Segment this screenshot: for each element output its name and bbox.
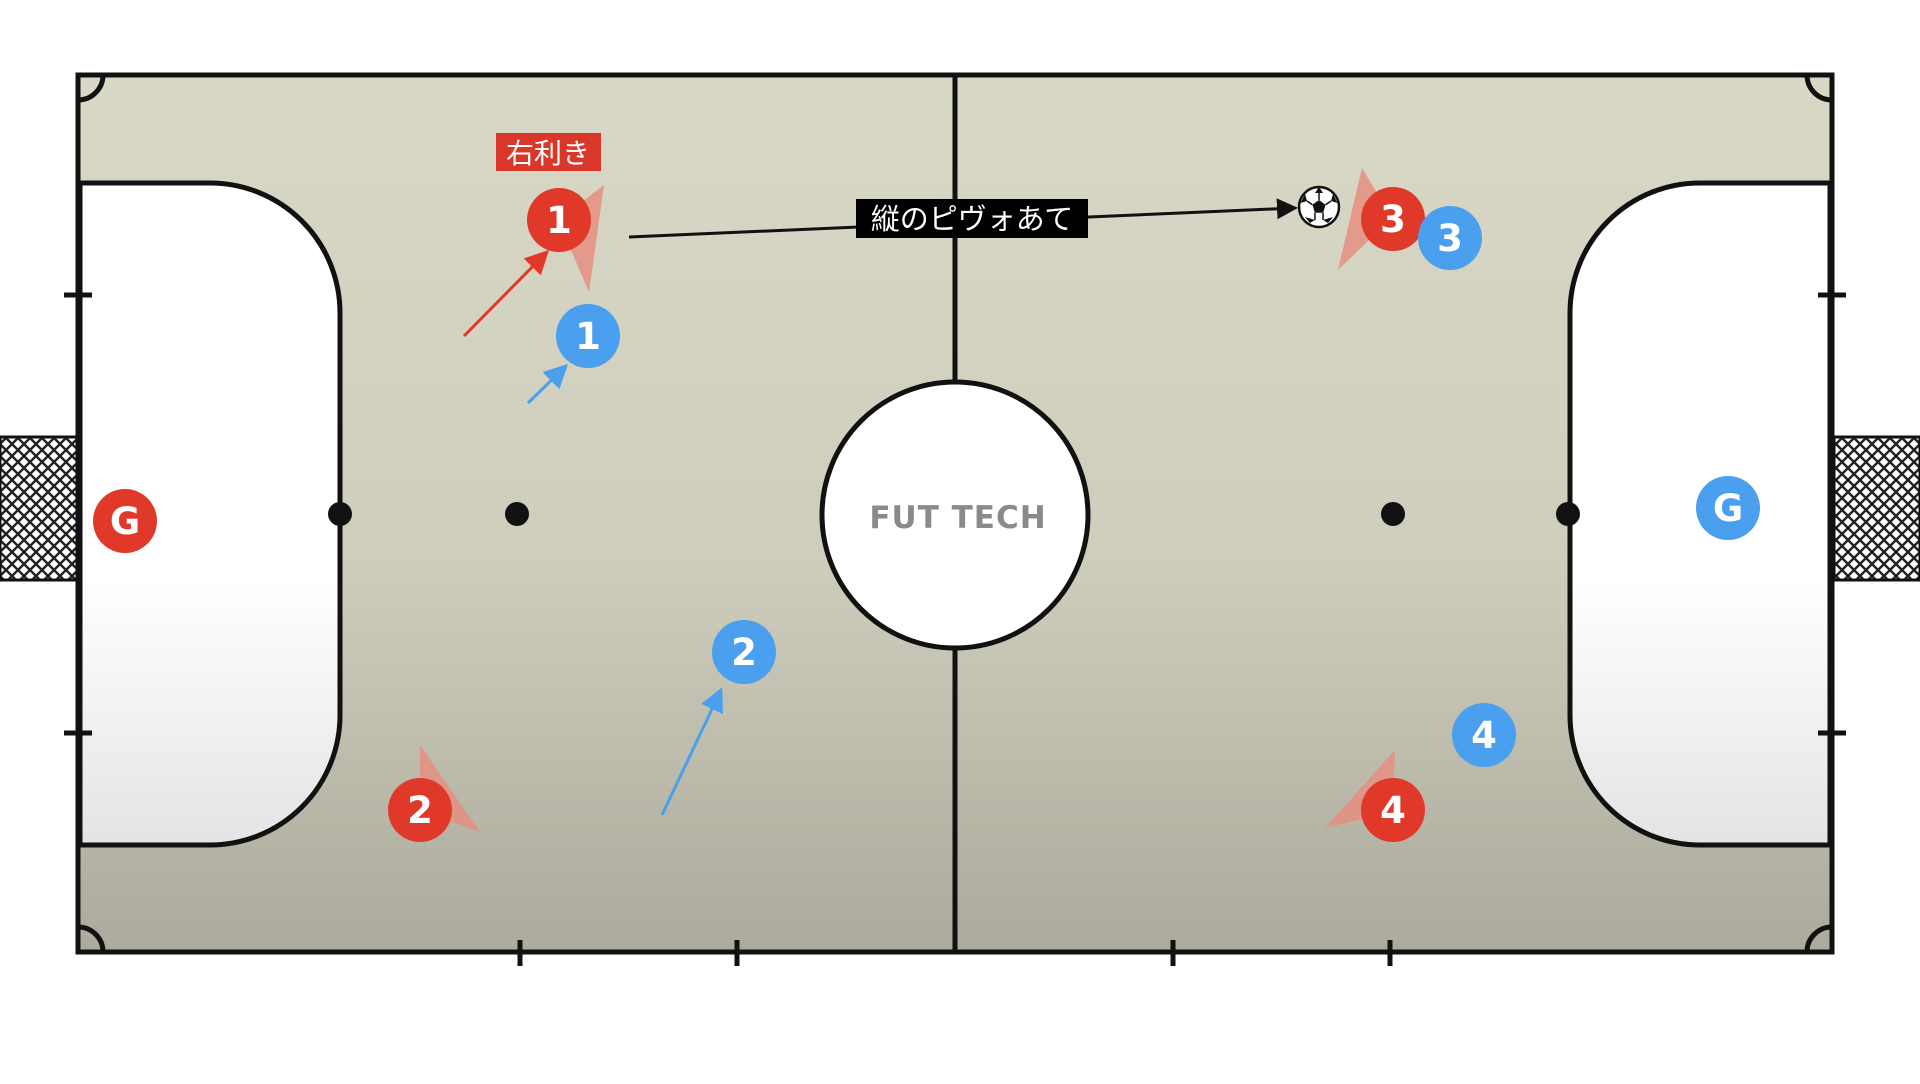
- red-player-1[interactable]: 1: [527, 188, 591, 252]
- blue-player-4[interactable]: 4: [1452, 703, 1516, 767]
- right-second-penalty-spot: [1381, 502, 1405, 526]
- red-player-4-label: 4: [1380, 789, 1406, 832]
- blue-player-2-label: 2: [731, 631, 757, 674]
- blue-player-2[interactable]: 2: [712, 620, 776, 684]
- blue-player-4-label: 4: [1471, 714, 1497, 757]
- pass-label: 縦のピヴォあて: [871, 202, 1073, 236]
- blue-player-3[interactable]: 3: [1418, 206, 1482, 270]
- left-penalty-spot: [328, 502, 352, 526]
- red-player-2[interactable]: 2: [388, 778, 452, 842]
- left-second-penalty-spot: [505, 502, 529, 526]
- red-goalkeeper-label: G: [110, 500, 140, 543]
- right-footed-label: 右利き: [506, 137, 590, 170]
- red-player-3-label: 3: [1380, 198, 1406, 241]
- red-player-3[interactable]: 3: [1361, 187, 1425, 251]
- blue-player-1[interactable]: 1: [556, 304, 620, 368]
- blue-player-1-label: 1: [575, 315, 601, 358]
- blue-player-3-label: 3: [1437, 217, 1463, 260]
- right-penalty-spot: [1556, 502, 1580, 526]
- red-player-4[interactable]: 4: [1361, 778, 1425, 842]
- watermark-text: FUT TECH: [869, 500, 1046, 536]
- blue-goalkeeper-label: G: [1713, 487, 1743, 530]
- red-goalkeeper[interactable]: G: [93, 489, 157, 553]
- blue-goalkeeper[interactable]: G: [1696, 476, 1760, 540]
- soccer-ball-icon[interactable]: [1299, 187, 1339, 227]
- red-player-2-label: 2: [407, 789, 433, 832]
- red-player-1-label: 1: [546, 199, 572, 242]
- left-goal-net-icon: [0, 437, 78, 580]
- right-goal-net-icon: [1834, 437, 1920, 580]
